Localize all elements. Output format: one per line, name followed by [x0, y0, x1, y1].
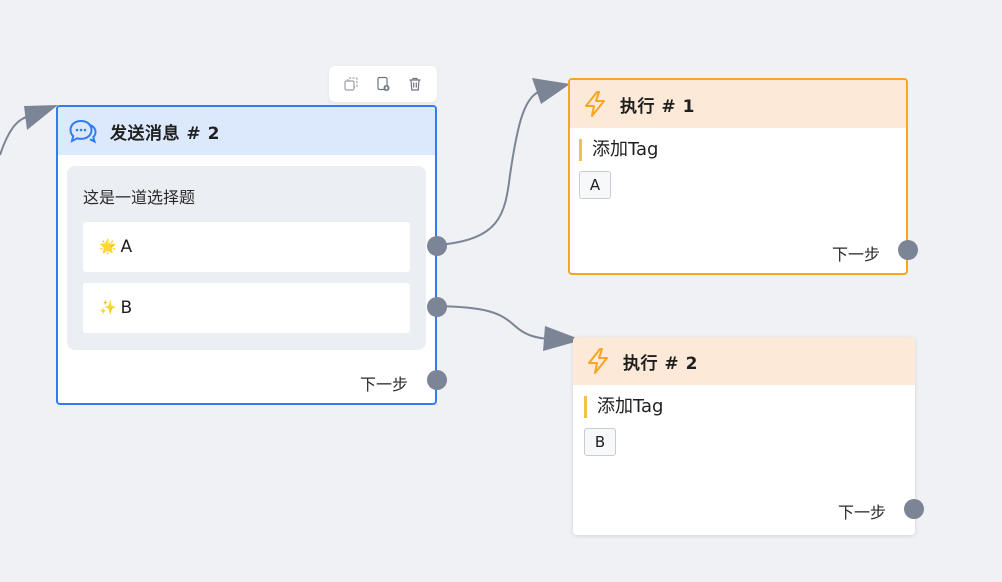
- next-step-output-port[interactable]: [427, 370, 447, 390]
- edge-arrow-execute-1: [532, 78, 570, 104]
- tag-chip: A: [579, 171, 611, 199]
- node-title: 执行 # 1: [620, 96, 695, 117]
- node-header: 执行 # 1: [570, 80, 906, 128]
- node-header: 执行 # 2: [573, 337, 915, 385]
- execute-node-2[interactable]: 执行 # 2 添加Tag B 下一步: [573, 337, 915, 535]
- question-text: 这是一道选择题: [83, 188, 196, 207]
- trash-icon: [409, 77, 421, 91]
- edge-option-b-to-execute-2[interactable]: [436, 305, 551, 340]
- incoming-edge-arrow: [24, 105, 58, 130]
- duplicate-icon: [377, 76, 390, 91]
- option-a[interactable]: 🌟 A: [83, 222, 410, 272]
- delete-button[interactable]: [403, 72, 427, 96]
- message-body: 这是一道选择题 🌟 A ✨ B: [67, 166, 426, 350]
- option-b[interactable]: ✨ B: [83, 283, 410, 333]
- execute-node-1[interactable]: 执行 # 1 添加Tag A 下一步: [568, 78, 908, 275]
- copy-icon: [344, 77, 358, 91]
- action-label: 添加Tag: [579, 139, 658, 161]
- tag-chip: B: [584, 428, 616, 456]
- node-title: 发送消息 # 2: [110, 123, 220, 144]
- next-step-label: 下一步: [838, 503, 887, 522]
- chat-bubble-icon: [69, 119, 97, 144]
- incoming-edge[interactable]: [0, 115, 31, 156]
- sparkles-icon: ✨: [99, 300, 117, 316]
- option-a-output-port[interactable]: [427, 236, 447, 256]
- glowing-star-icon: 🌟: [99, 239, 117, 255]
- execute-2-output-port[interactable]: [904, 499, 924, 519]
- next-step-label: 下一步: [832, 245, 881, 264]
- execute-1-output-port[interactable]: [898, 240, 918, 260]
- option-label: B: [120, 298, 133, 318]
- lightning-icon: [585, 91, 605, 117]
- edge-option-a-to-execute-1[interactable]: [436, 89, 544, 246]
- copy-button[interactable]: [339, 72, 363, 96]
- lightning-icon: [588, 348, 608, 374]
- action-label: 添加Tag: [584, 396, 663, 418]
- node-title: 执行 # 2: [623, 353, 698, 374]
- duplicate-button[interactable]: [371, 72, 395, 96]
- option-b-output-port[interactable]: [427, 297, 447, 317]
- next-step-label: 下一步: [360, 375, 409, 394]
- node-toolbar: [329, 66, 437, 102]
- option-label: A: [120, 237, 133, 257]
- node-header: 发送消息 # 2: [58, 107, 435, 155]
- send-message-node[interactable]: 发送消息 # 2 这是一道选择题 🌟 A ✨ B 下一步: [56, 105, 437, 405]
